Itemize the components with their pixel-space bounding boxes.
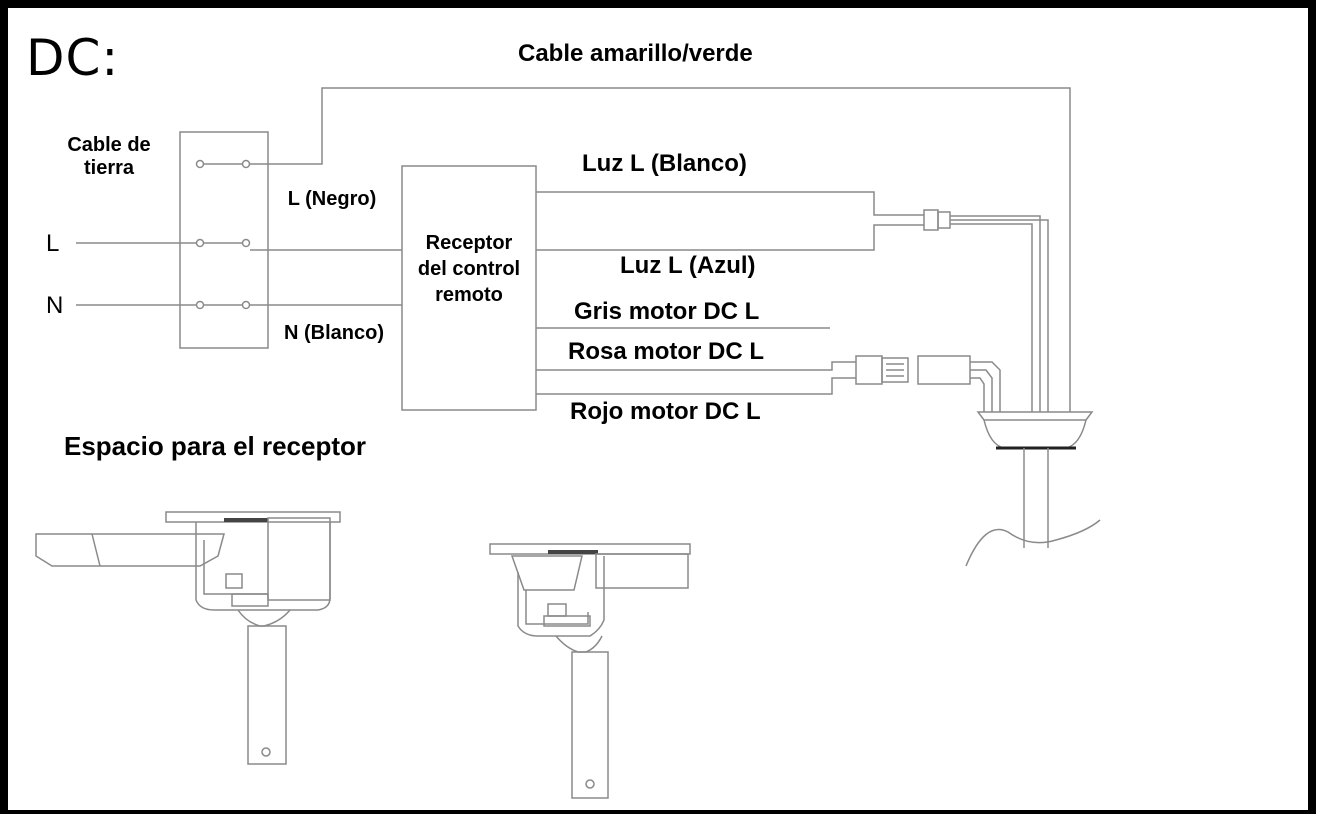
wire-ground (250, 87, 1071, 412)
label-line-input: L (46, 230, 60, 257)
label-light-white: Luz L (Blanco) (582, 150, 747, 177)
wire-light-out-3 (950, 219, 1049, 412)
receiver-box (401, 165, 537, 411)
wire-motor-out-3 (970, 377, 985, 412)
motor-connector-b (881, 357, 909, 383)
terminal-neutral (195, 300, 251, 310)
label-ground-cable: Cable de tierra (67, 134, 151, 179)
terminal-block (179, 131, 269, 349)
wire-light-blue (536, 224, 924, 251)
terminal-line (195, 238, 251, 248)
motor-connector-c (917, 355, 971, 385)
receiver-space-drawing-2 (489, 543, 691, 799)
wire-light-white (536, 191, 924, 216)
label-motor-gray: Gris motor DC L (574, 298, 760, 325)
receiver-space-drawing-1 (35, 511, 341, 765)
wire-light-out-2 (950, 223, 1033, 412)
label-motor-red: Rojo motor DC L (570, 398, 761, 425)
label-receiver-space: Espacio para el receptor (64, 431, 367, 461)
wire-motor-red (536, 377, 856, 395)
label-ground-wire-color: Cable amarillo/verde (518, 40, 753, 67)
fan-canopy (965, 411, 1101, 567)
wire-motor-pink (536, 361, 856, 371)
label-neutral-input: N (46, 292, 64, 319)
label-light-blue: Luz L (Azul) (620, 252, 756, 279)
label-neutral-white: N (Blanco) (284, 322, 384, 344)
light-connector-a (923, 209, 939, 231)
light-connector-b (937, 211, 951, 229)
label-line-black: L (Negro) (287, 188, 377, 210)
wire-light-out-1 (950, 215, 1041, 412)
diagram-title: DC: (26, 29, 120, 87)
label-receiver: Receptor del control remoto (417, 232, 521, 306)
wire-motor-out-1 (970, 361, 1001, 412)
motor-connector-a (855, 355, 883, 385)
label-motor-pink: Rosa motor DC L (568, 338, 765, 365)
terminal-ground (195, 159, 251, 169)
wire-motor-out-2 (970, 369, 993, 412)
